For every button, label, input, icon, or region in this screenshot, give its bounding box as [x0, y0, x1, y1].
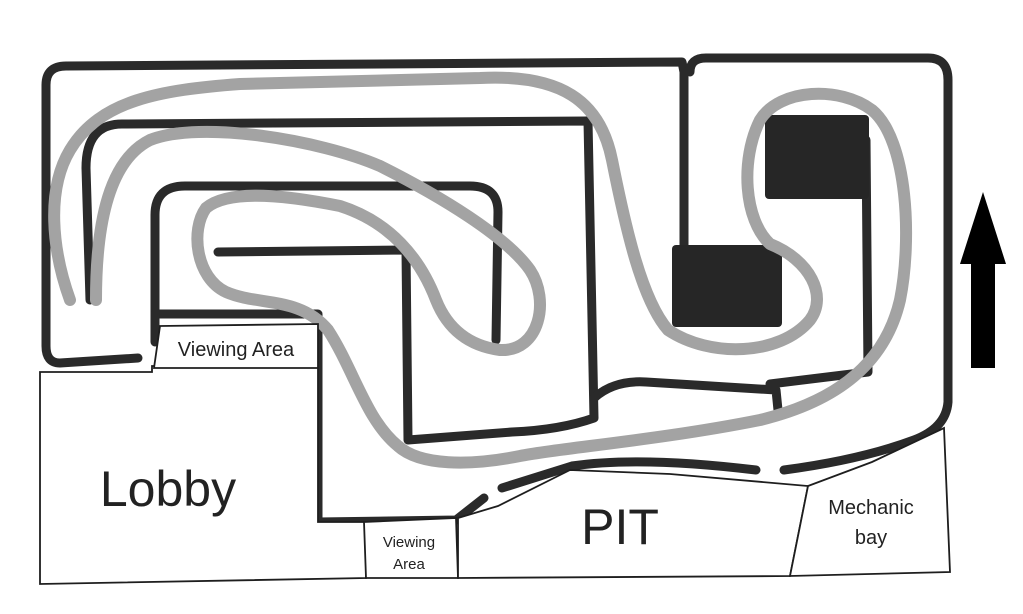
viewing-area-top-room [152, 323, 319, 369]
outer-wall-right [685, 53, 953, 475]
infield-block-left [672, 245, 782, 327]
pit-label: PIT [581, 499, 659, 555]
viewing-area-top-label: Viewing Area [178, 339, 295, 361]
inner-wall-3 [150, 181, 503, 347]
mechanic-bay-label-line1: Mechanic [828, 497, 914, 519]
pit-room [457, 469, 810, 579]
inner-wall-2 [81, 116, 599, 445]
racing-line [48, 71, 913, 469]
lobby-label: Lobby [100, 461, 236, 517]
direction-arrow-icon [960, 192, 1006, 368]
right-connector-wall [765, 135, 873, 389]
mechanic-bay-label-line2: bay [855, 527, 887, 549]
mechanic-bay-room [788, 426, 951, 577]
outer-wall-left [41, 57, 689, 368]
infield-block-right [765, 115, 869, 199]
viewing-area-bottom-label-line2: Area [393, 556, 425, 573]
rooms [39, 323, 951, 585]
pit-entry-wall [497, 457, 761, 493]
viewing-area-bottom-label-line1: Viewing [383, 534, 435, 551]
lobby-room [39, 365, 367, 585]
middle-return-wall [589, 377, 783, 415]
